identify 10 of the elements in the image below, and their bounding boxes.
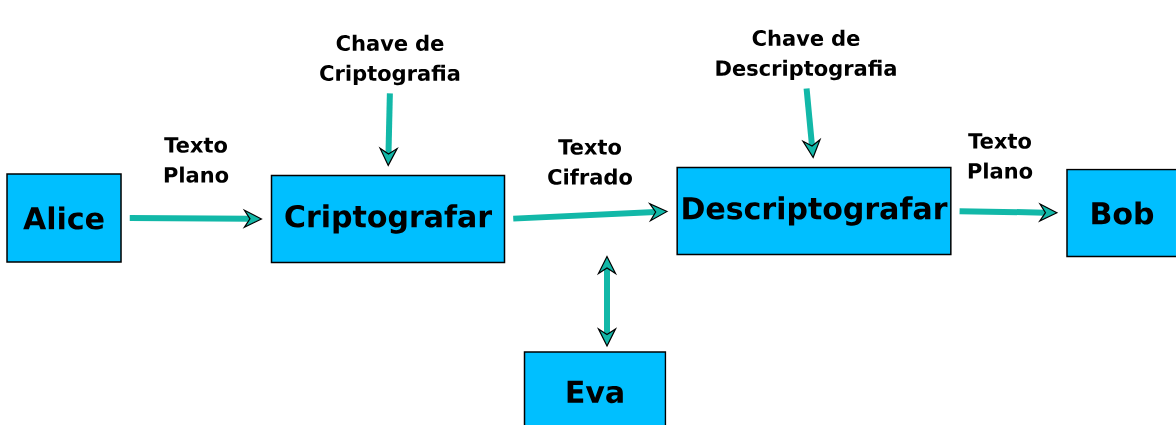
edge-label: Texto Plano xyxy=(968,133,1033,179)
process-box: Criptografar xyxy=(270,174,506,264)
edge-label: Texto Cifrado xyxy=(548,139,632,185)
process-box: Eva xyxy=(523,351,667,425)
process-box: Descriptografar xyxy=(676,166,952,256)
process-box: Alice xyxy=(6,173,122,263)
key-label: Chave de Descriptografia xyxy=(716,29,896,81)
key-label: Chave de Criptografia xyxy=(320,34,460,86)
process-box: Bob xyxy=(1066,168,1176,258)
edge-label: Texto Plano xyxy=(164,137,229,183)
